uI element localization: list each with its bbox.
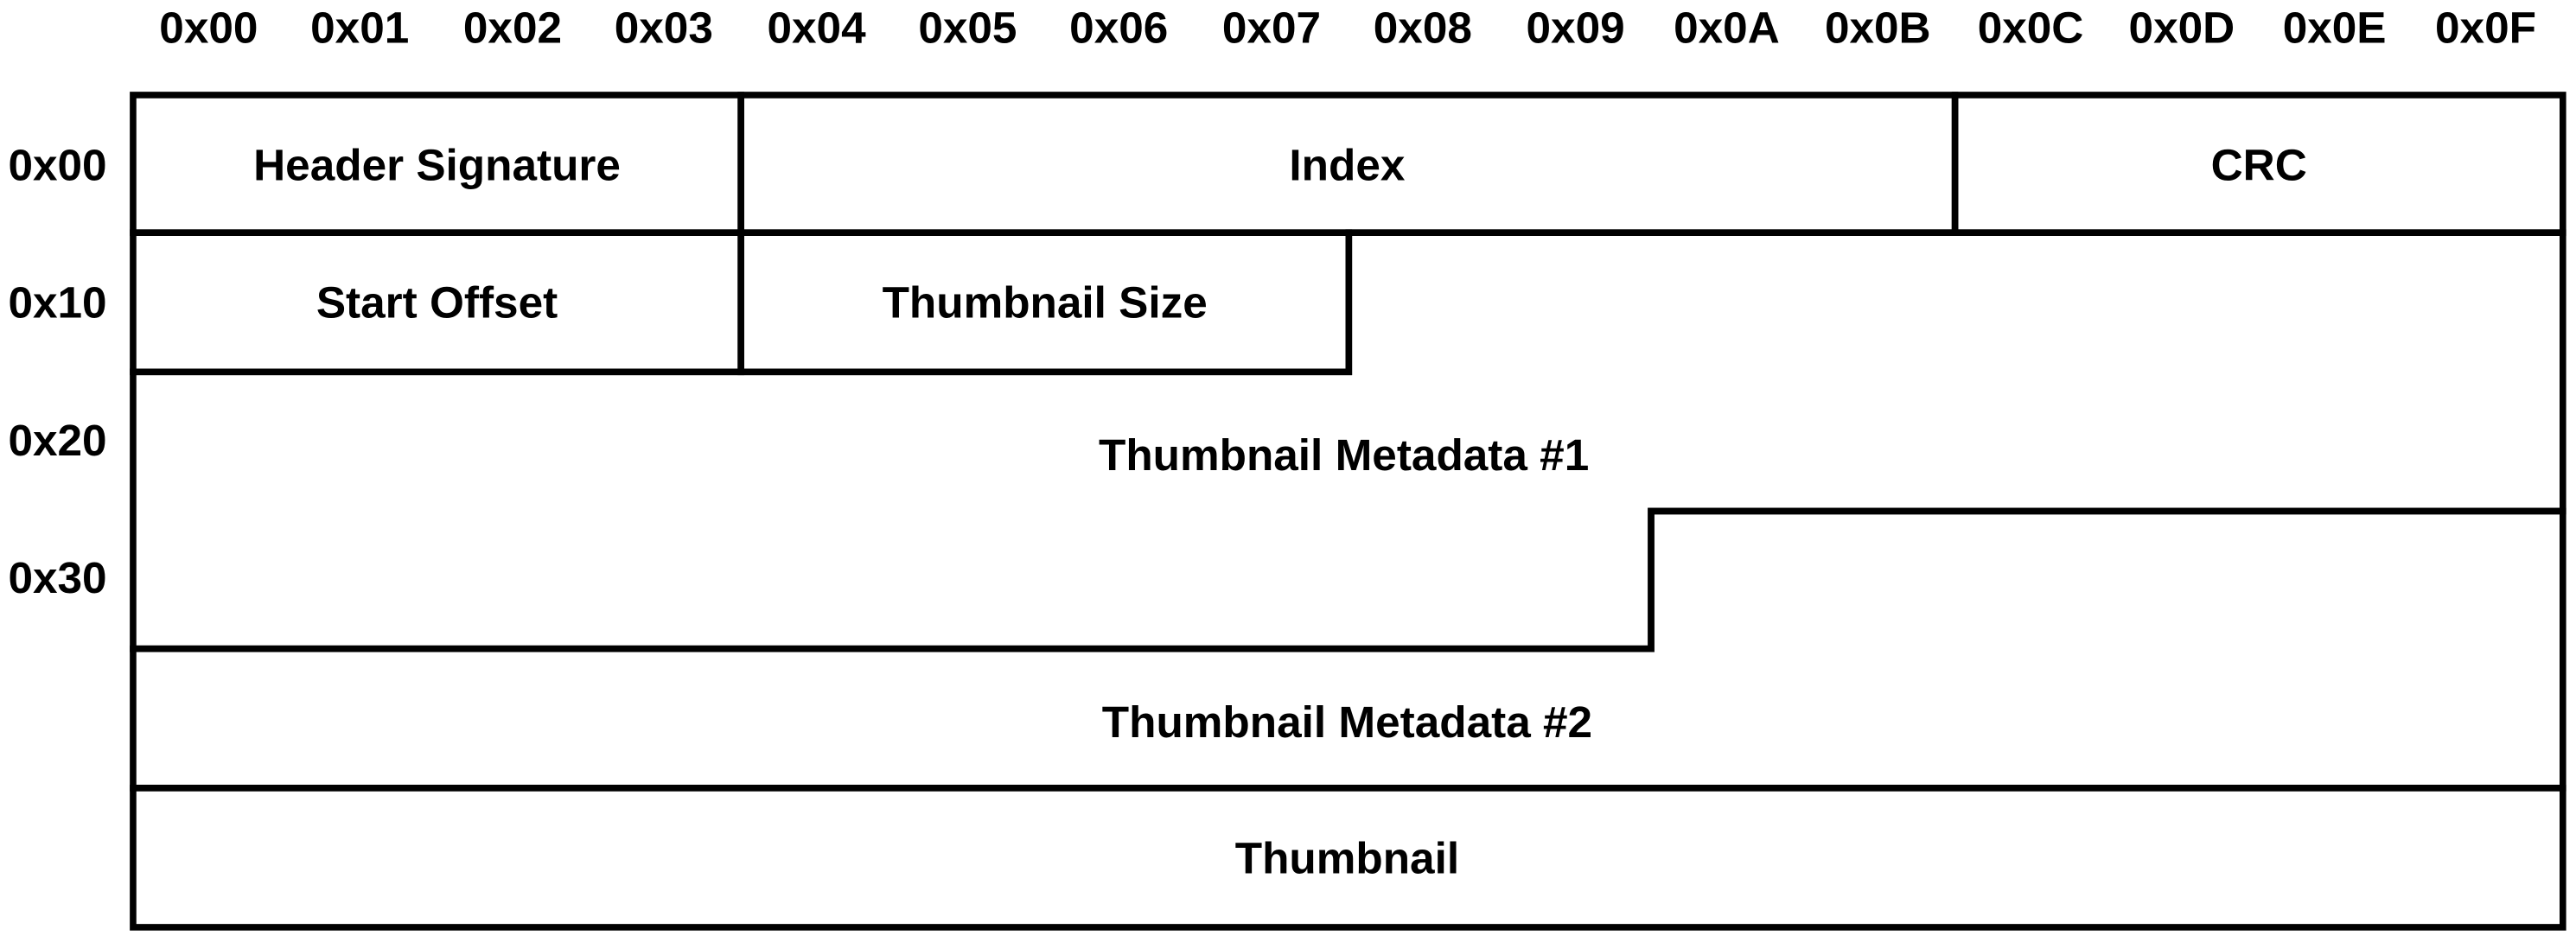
column-offset-label: 0x03 xyxy=(615,3,713,52)
index-label: Index xyxy=(1289,141,1405,190)
row-offset-label: 0x30 xyxy=(8,553,106,602)
column-offset-label: 0x09 xyxy=(1527,3,1625,52)
thumbnail-field-box xyxy=(130,785,2566,931)
column-offset-label: 0x05 xyxy=(918,3,1017,52)
thumbnail-label: Thumbnail xyxy=(1235,833,1459,882)
header-signature-label: Header Signature xyxy=(253,141,621,190)
column-offset-label: 0x01 xyxy=(310,3,409,52)
thumbnail-metadata-1-label: Thumbnail Metadata #1 xyxy=(1099,430,1589,480)
column-offset-label: 0x07 xyxy=(1222,3,1321,52)
row-offset-label: 0x20 xyxy=(8,416,106,465)
column-offset-label: 0x00 xyxy=(159,3,258,52)
row-offset-labels: 0x00 0x10 0x20 0x30 xyxy=(8,141,106,603)
column-offset-label: 0x0B xyxy=(1825,3,1931,52)
column-offset-label: 0x02 xyxy=(463,3,562,52)
column-offset-label: 0x0A xyxy=(1674,3,1780,52)
column-offset-label: 0x04 xyxy=(767,3,866,52)
crc-label: CRC xyxy=(2211,141,2307,190)
column-offset-label: 0x06 xyxy=(1069,3,1168,52)
column-offset-label: 0x0F xyxy=(2435,3,2536,52)
thumbnail-metadata-2-label: Thumbnail Metadata #2 xyxy=(1102,697,1592,747)
column-offset-label: 0x0C xyxy=(1978,3,2084,52)
column-offset-label: 0x0D xyxy=(2129,3,2235,52)
column-offset-header: 0x00 0x01 0x02 0x03 0x04 0x05 0x06 0x07 … xyxy=(159,3,2536,52)
start-offset-label: Start Offset xyxy=(316,278,558,328)
column-offset-label: 0x08 xyxy=(1374,3,1472,52)
field-labels: Header Signature Index CRC Start Offset … xyxy=(253,141,2307,883)
row-offset-label: 0x10 xyxy=(8,278,106,328)
column-offset-label: 0x0E xyxy=(2283,3,2387,52)
thumbnail-size-label: Thumbnail Size xyxy=(883,278,1208,328)
row-offset-label: 0x00 xyxy=(8,141,106,190)
field-boxes xyxy=(130,92,2566,931)
